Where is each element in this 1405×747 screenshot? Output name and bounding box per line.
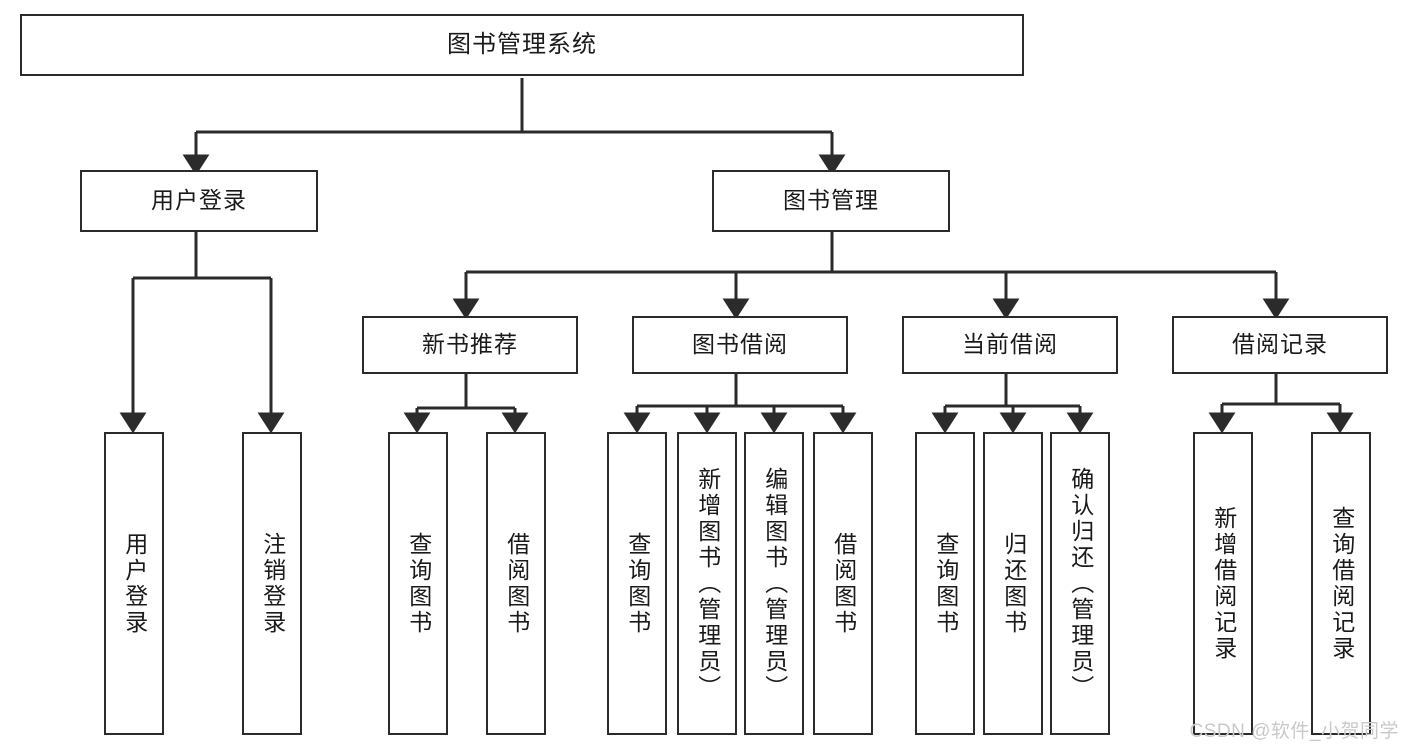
leaf-user-login-login[interactable]: 用户登录 <box>104 432 164 735</box>
node-book-borrow[interactable]: 图书借阅 <box>632 316 848 374</box>
node-label: 当前借阅 <box>962 331 1058 358</box>
node-book-management[interactable]: 图书管理 <box>712 170 950 232</box>
node-label: 新增图书（管理员） <box>694 466 721 701</box>
node-label: 借阅图书 <box>830 531 857 636</box>
node-label: 新书推荐 <box>422 331 518 358</box>
node-label: 图书借阅 <box>692 331 788 358</box>
leaf-current-return-book[interactable]: 归还图书 <box>983 432 1043 735</box>
leaf-borrow-query-book[interactable]: 查询图书 <box>607 432 667 735</box>
node-label: 图书管理 <box>783 187 879 214</box>
leaf-borrow-edit-book-admin[interactable]: 编辑图书（管理员） <box>744 432 804 735</box>
leaf-record-add-record[interactable]: 新增借阅记录 <box>1193 432 1253 735</box>
node-borrow-record[interactable]: 借阅记录 <box>1172 316 1388 374</box>
node-label: 查询图书 <box>405 531 432 636</box>
node-current-borrow[interactable]: 当前借阅 <box>902 316 1118 374</box>
leaf-borrow-add-book-admin[interactable]: 新增图书（管理员） <box>677 432 737 735</box>
node-new-book-recommend[interactable]: 新书推荐 <box>362 316 578 374</box>
node-label: 借阅图书 <box>503 531 530 636</box>
node-label: 归还图书 <box>1000 531 1027 636</box>
node-label: 确认归还（管理员） <box>1067 466 1094 701</box>
node-label: 用户登录 <box>121 531 148 636</box>
node-user-login[interactable]: 用户登录 <box>80 170 318 232</box>
leaf-current-confirm-return-admin[interactable]: 确认归还（管理员） <box>1050 432 1110 735</box>
leaf-user-login-logout[interactable]: 注销登录 <box>242 432 302 735</box>
node-label: 注销登录 <box>259 531 286 636</box>
node-label: 查询借阅记录 <box>1328 505 1355 662</box>
node-label: 查询图书 <box>932 531 959 636</box>
leaf-borrow-borrow-book[interactable]: 借阅图书 <box>813 432 873 735</box>
node-label: 用户登录 <box>151 187 247 214</box>
node-label: 查询图书 <box>624 531 651 636</box>
leaf-record-query-record[interactable]: 查询借阅记录 <box>1311 432 1371 735</box>
leaf-new-book-borrow[interactable]: 借阅图书 <box>486 432 546 735</box>
node-label: 图书管理系统 <box>447 30 597 58</box>
node-root-system[interactable]: 图书管理系统 <box>20 14 1024 76</box>
node-label: 新增借阅记录 <box>1210 505 1237 662</box>
node-label: 编辑图书（管理员） <box>761 466 788 701</box>
watermark-text: CSDN @软件_小贺同学 <box>1189 721 1399 742</box>
leaf-current-query-book[interactable]: 查询图书 <box>915 432 975 735</box>
node-label: 借阅记录 <box>1232 331 1328 358</box>
leaf-new-book-query[interactable]: 查询图书 <box>388 432 448 735</box>
